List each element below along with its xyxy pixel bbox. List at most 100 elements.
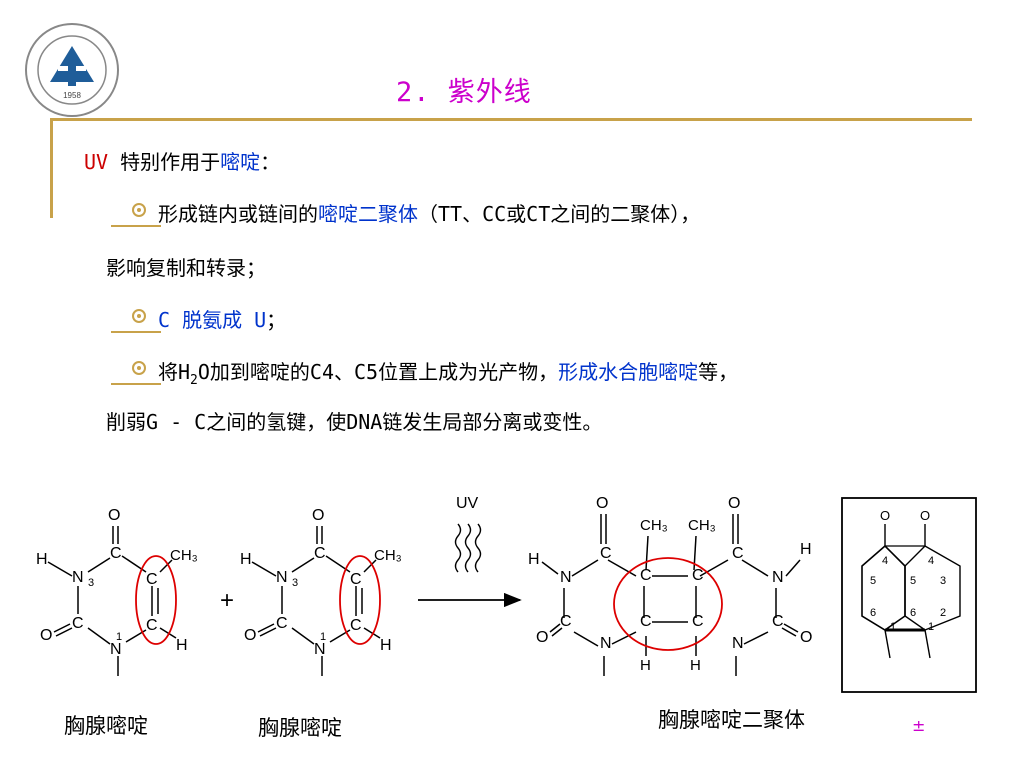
corner-mark: ± [912,716,926,735]
bullet-1-text-b: （TT、CC或CT之间的二聚体）， [418,202,701,226]
atom-c6: C [350,617,362,634]
atom-o: O [108,507,120,524]
svg-text:1958: 1958 [63,91,81,100]
plus-sign: + [220,587,234,614]
svg-text:1: 1 [928,621,934,633]
svg-text:6: 6 [870,607,876,619]
bullet-icon [106,360,161,385]
dimer-atom-0: N [560,569,572,586]
svg-text:O: O [800,629,812,646]
svg-text:5: 5 [910,575,916,587]
svg-text:3: 3 [292,577,298,589]
bullet-1: 形成链内或链间的嘧啶二聚体（TT、CC或CT之间的二聚体）， [106,198,700,227]
svg-text:O: O [728,495,740,512]
atom-n1: N [110,641,122,658]
atom-o: O [312,507,324,524]
bullet-1-continuation: 影响复制和转录； [106,256,266,280]
svg-text:H: H [690,657,701,674]
title-divider [50,118,972,121]
bullet-1-text-a: 形成链内或链间的 [158,202,318,226]
atom-c5: C [146,571,158,588]
svg-text:CH₃: CH₃ [688,517,716,534]
caption-thymine-2: 胸腺嘧啶 [258,716,342,740]
atom-c6: C [146,617,158,634]
svg-text:2: 2 [940,607,946,619]
svg-text:H: H [800,541,812,558]
svg-text:H: H [528,551,540,568]
svg-text:1: 1 [320,631,326,643]
svg-text:4: 4 [928,555,934,567]
dimer-atom-2: C [640,567,652,584]
thymine-dimer-structure: N C C C N C C C C N C N O O CH₃ CH₃ H H O O H H [528,495,812,676]
atom-h: H [240,551,252,568]
dimer-atom-5: C [560,613,572,630]
bullet-3: 将H2O加到嘧啶的C4、C5位置上成为光产物，形成水合胞嘧啶等， [106,356,738,388]
svg-text:3: 3 [940,575,946,587]
svg-text:1: 1 [116,631,122,643]
bullet-3-mid: O加到嘧啶的C4、C5位置上成为光产物， [197,360,559,384]
caption-thymine-1: 胸腺嘧啶 [64,714,148,738]
atom-n3: N [276,569,288,586]
caption-thymine-dimer: 胸腺嘧啶二聚体 [658,708,805,732]
uv-arrow-group: UV [418,495,522,608]
dimer-atom-1: C [600,545,612,562]
atom-c5: C [350,571,362,588]
dimer-3d-model: O O 4 4 5 5 3 6 6 2 1 1 [841,497,977,693]
intro-colon: ： [260,150,281,174]
svg-text:O: O [596,495,608,512]
bullet-2-end: ； [266,308,287,332]
bullet-icon [106,202,161,227]
atom-n3: N [72,569,84,586]
atom-h: H [176,637,188,654]
intro-text: 特别作用于 [108,150,221,174]
dimer-atom-9: N [772,569,784,586]
dimer-atom-7: C [692,613,704,630]
atom-c2: C [72,615,84,632]
svg-text:4: 4 [882,555,888,567]
methyl-group: CH₃ [374,547,402,564]
left-accent-line [50,118,53,218]
bullet-1-highlight: 嘧啶二聚体 [318,202,418,226]
model-o-right: O [920,508,930,523]
intro-line: UV 特别作用于嘧啶： [84,146,280,175]
bullet-2-highlight: C 脱氨成 U [158,308,267,332]
bullet-3-highlight: 形成水合胞嘧啶 [558,360,699,384]
dimer-atom-3: C [640,613,652,630]
svg-text:3: 3 [88,577,94,589]
dimer-atom-10: C [772,613,784,630]
methyl-group: CH₃ [170,547,198,564]
bullet-3-pre: 将H [158,360,191,384]
bullet-icon [106,308,161,333]
pyrimidine-term: 嘧啶 [220,150,261,174]
bullet-3-end: 等， [698,360,739,384]
atom-o: O [244,627,256,644]
svg-text:5: 5 [870,575,876,587]
uv-label: UV [84,150,109,174]
page-title: 2. 紫外线 [396,77,532,108]
svg-text:O: O [536,629,548,646]
svg-text:H: H [640,657,651,674]
dimer-atom-6: C [692,567,704,584]
atom-c4: C [110,545,122,562]
bullet-3-continuation: 削弱G - C之间的氢键，使DNA链发生局部分离或变性。 [106,410,603,434]
svg-text:6: 6 [910,607,916,619]
svg-text:CH₃: CH₃ [640,517,668,534]
atom-c4: C [314,545,326,562]
bullet-3-subscript: 2 [190,373,198,388]
atom-n1: N [314,641,326,658]
atom-h: H [36,551,48,568]
atom-h: H [380,637,392,654]
model-o-left: O [880,508,890,523]
bullet-2: C 脱氨成 U； [106,304,286,333]
college-logo-icon: 1958 [25,23,119,117]
dimer-atom-8: C [732,545,744,562]
dimer-atom-4: N [600,635,612,652]
uv-arrow-label: UV [456,495,479,512]
dimer-atom-11: N [732,635,744,652]
svg-text:1: 1 [890,621,896,633]
atom-c2: C [276,615,288,632]
atom-o: O [40,627,52,644]
